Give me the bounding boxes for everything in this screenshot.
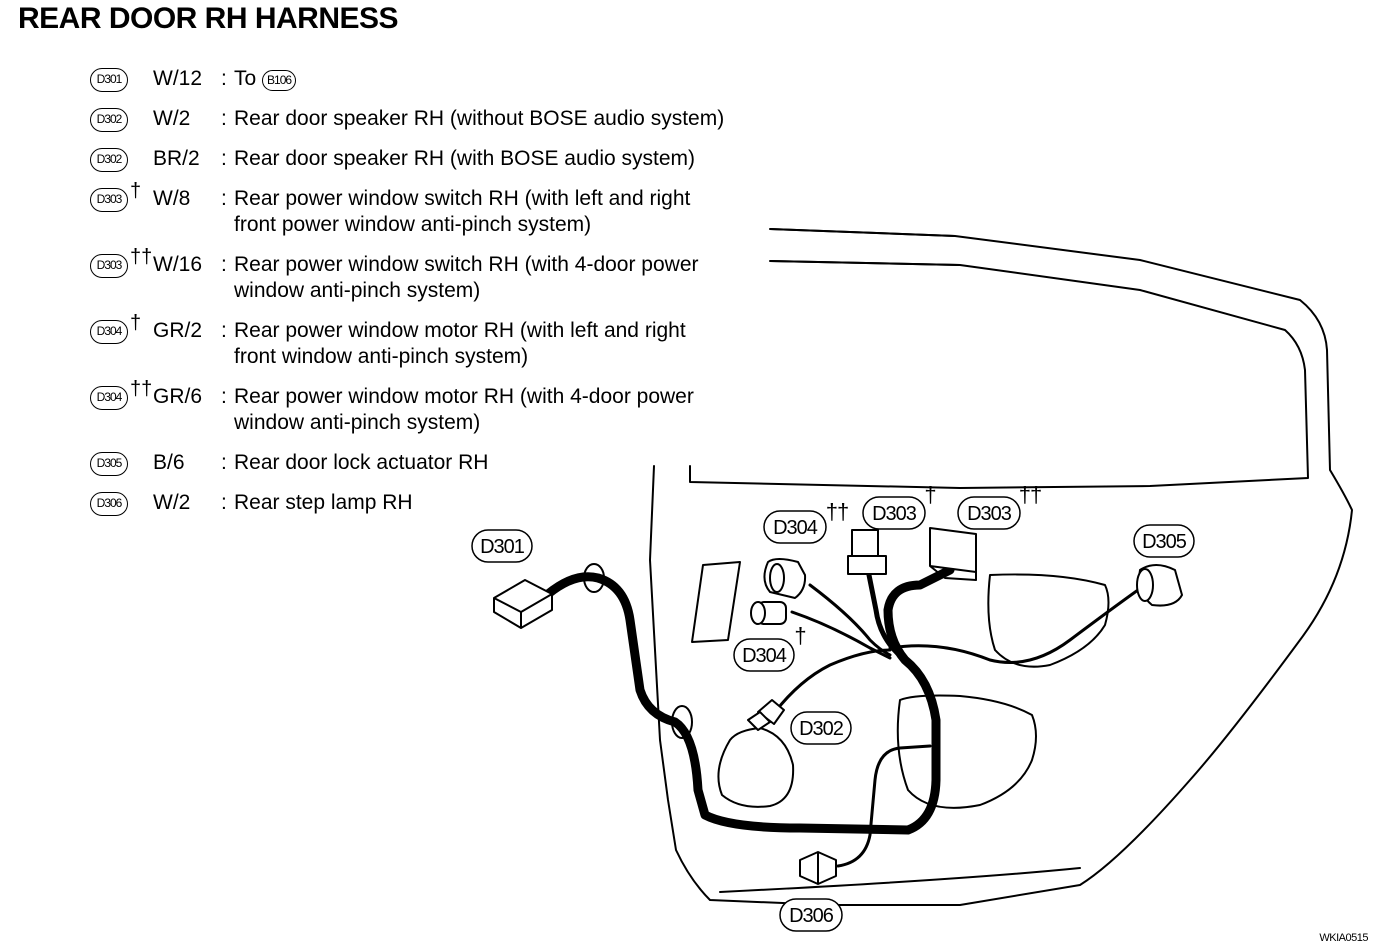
harness-branch-d303 <box>865 567 908 663</box>
wire-spec: BR/2 <box>153 147 200 170</box>
legend-description: Rear door lock actuator RH <box>234 451 489 474</box>
callout-label: D304 <box>773 517 818 539</box>
colon: : <box>221 491 227 514</box>
wire-spec: W/2 <box>153 491 191 514</box>
figure-code: WKIA0515 <box>1319 932 1368 944</box>
colon: : <box>221 67 227 90</box>
colon: : <box>221 451 227 474</box>
connector-badge: D303 <box>90 188 128 212</box>
harness-branch-d306 <box>836 744 932 868</box>
callout-d304-single: D304 † <box>733 623 807 672</box>
callout-label: D303 <box>967 503 1012 525</box>
legend-description: Rear door speaker RH (with BOSE audio sy… <box>234 147 696 170</box>
page-title: REAR DOOR RH HARNESS <box>18 2 399 35</box>
variant-mark: †† <box>1019 482 1041 507</box>
lock-cutout <box>987 573 1110 668</box>
callout-label: D306 <box>789 905 834 927</box>
door-panel-cutout <box>896 694 1037 809</box>
wire-spec: W/8 <box>153 187 191 210</box>
legend-description: Rear power window motor RH (with 4-door … <box>234 385 694 434</box>
legend-description: To B106 <box>234 66 297 92</box>
variant-mark: †† <box>130 378 153 400</box>
connector-badge: D304 <box>90 386 128 410</box>
speaker-opening <box>717 727 795 808</box>
callout-d303-single: D303 † <box>862 482 937 530</box>
connector-body-d303-single <box>847 529 887 575</box>
harness-branch-d305 <box>888 588 1140 664</box>
callout-label: D305 <box>1142 531 1187 553</box>
callout-label: D304 <box>742 645 787 667</box>
variant-mark: †† <box>826 499 848 524</box>
connector-body-d301 <box>493 579 553 629</box>
variant-mark: † <box>794 623 805 648</box>
colon: : <box>221 147 227 170</box>
reference-connector-badge: B106 <box>262 70 297 91</box>
connector-badge: D304 <box>90 320 128 344</box>
connector-body-d303-double <box>929 527 977 581</box>
leader-line <box>769 228 956 237</box>
callout-d301: D301 <box>471 529 533 563</box>
variant-mark: † <box>130 312 142 334</box>
colon: : <box>221 253 227 276</box>
variant-mark: † <box>924 482 935 507</box>
legend-description: Rear power window switch RH (with 4-door… <box>234 253 699 302</box>
connector-badge: D302 <box>90 148 128 172</box>
connector-body-d302 <box>747 699 785 731</box>
wire-spec: W/2 <box>153 107 191 130</box>
wire-spec: B/6 <box>153 451 185 474</box>
connector-body-d304-double <box>763 558 807 599</box>
door-small-panel <box>691 561 741 643</box>
legend-description: Rear step lamp RH <box>234 491 413 514</box>
callout-d306: D306 <box>779 898 843 932</box>
callout-label: D301 <box>480 536 525 558</box>
door-lower-trim <box>719 867 1081 893</box>
callout-label: D303 <box>872 503 917 525</box>
connector-body-d304-single <box>750 601 787 625</box>
callout-d304-double: D304 †† <box>763 499 849 544</box>
connector-badge: D306 <box>90 492 128 516</box>
connector-badge: D305 <box>90 452 128 476</box>
legend-description: Rear power window motor RH (with left an… <box>234 319 686 368</box>
variant-mark: † <box>130 180 142 202</box>
door-window-frame <box>649 228 1353 906</box>
door-window-inner <box>689 260 1309 489</box>
colon: : <box>221 187 227 210</box>
harness-branch-d302 <box>773 648 892 714</box>
connector-badge: D301 <box>90 68 128 92</box>
callout-label: D302 <box>799 718 844 740</box>
callout-d302: D302 <box>790 711 852 745</box>
leader-line <box>769 260 961 266</box>
colon: : <box>221 385 227 408</box>
variant-mark: †† <box>130 246 153 268</box>
main-harness-trunk <box>543 565 955 835</box>
wire-spec: GR/2 <box>153 319 203 342</box>
connector-body-d305 <box>1136 564 1183 607</box>
colon: : <box>221 319 227 342</box>
legend-description: Rear power window switch RH (with left a… <box>234 187 691 236</box>
harness-branch-d304-lower <box>790 610 892 660</box>
callout-d303-double: D303 †† <box>957 482 1042 530</box>
connector-badge: D303 <box>90 254 128 278</box>
wire-spec: GR/6 <box>153 385 203 408</box>
legend-description: Rear door speaker RH (without BOSE audio… <box>234 107 725 130</box>
wire-spec: W/12 <box>153 67 203 90</box>
connector-body-d306 <box>799 851 837 885</box>
callout-d305: D305 <box>1133 524 1195 558</box>
connector-badge: D302 <box>90 108 128 132</box>
wire-spec: W/16 <box>153 253 203 276</box>
colon: : <box>221 107 227 130</box>
